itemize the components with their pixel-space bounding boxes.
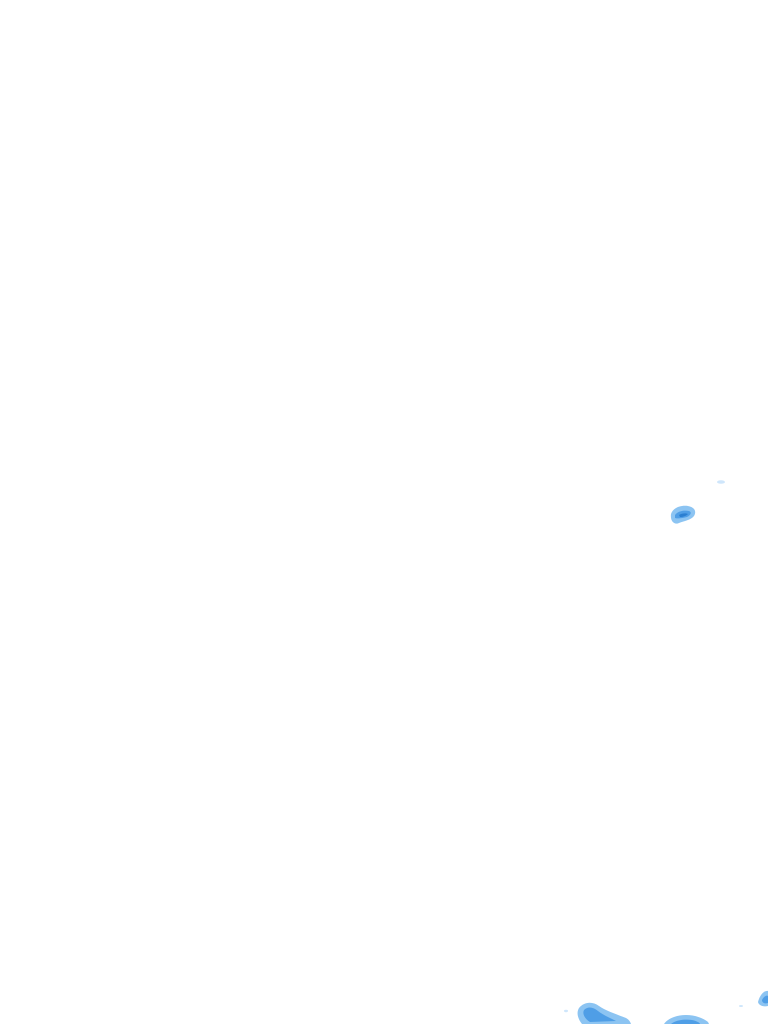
precip-cell-east [670,505,696,524]
precip-band-south [564,990,768,1024]
precip-cell-small [717,480,725,484]
